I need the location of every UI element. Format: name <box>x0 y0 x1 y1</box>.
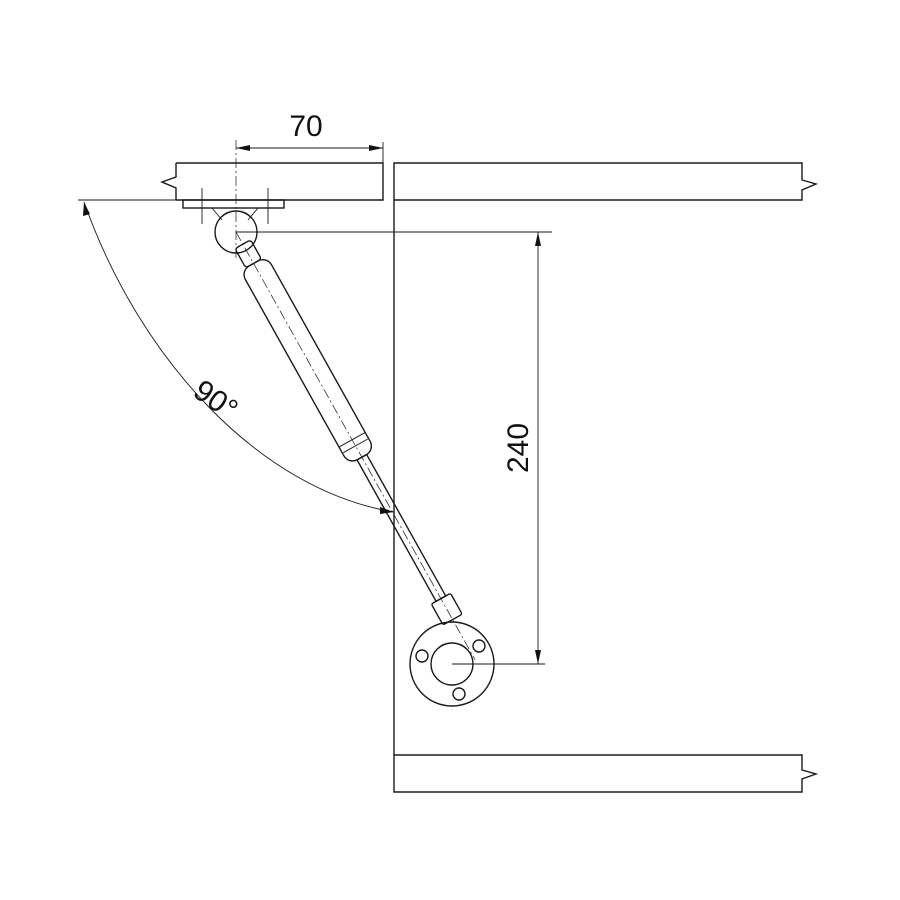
opening-angle-dimension: 90° <box>78 199 395 514</box>
gas-strut <box>235 231 476 660</box>
screw-hole <box>415 649 429 663</box>
screw-hole <box>472 639 486 653</box>
horizontal-dimension-label: 70 <box>289 110 322 143</box>
angle-label: 90° <box>187 374 243 427</box>
dimension-horizontal: 70 <box>236 110 384 163</box>
screw-hole <box>452 687 466 701</box>
cabinet-bottom-panel <box>393 754 819 793</box>
lid-mounting-bracket <box>182 140 285 260</box>
dimension-vertical: 240 <box>236 231 552 665</box>
cabinet-top-panel <box>393 162 819 201</box>
lid-panel <box>160 162 384 201</box>
vertical-dimension-label: 240 <box>502 423 535 473</box>
